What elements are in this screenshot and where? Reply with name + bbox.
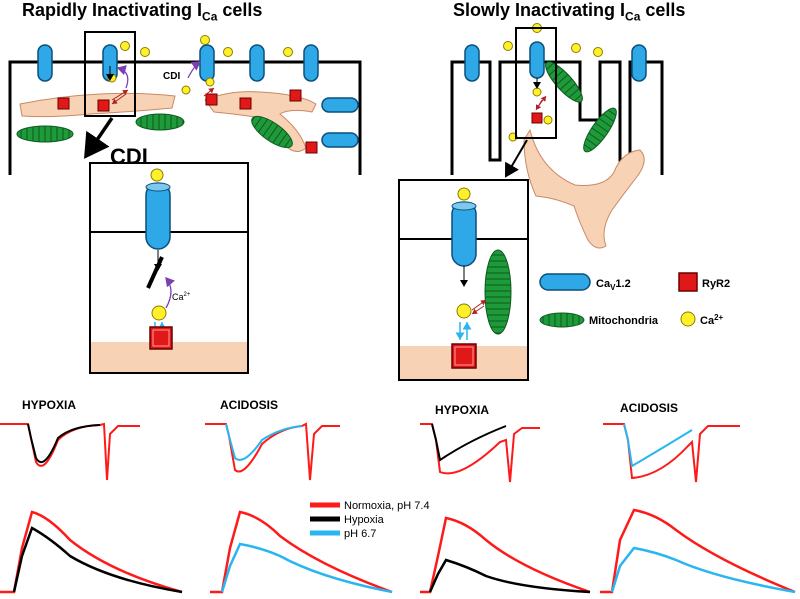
calcium-icon: [205, 77, 215, 87]
left-inset: Ca2+: [89, 162, 249, 374]
legend-ph-label: pH 6.7: [344, 528, 376, 540]
mitochondria-icon: [135, 113, 185, 131]
inactivation-gate: [146, 256, 164, 289]
zoom-arrow: [84, 117, 114, 159]
panel-label-hypoxia-right: HYPOXIA: [435, 403, 489, 417]
diagram-legend: CaV1.2 RyR2 Mitochondria Ca2+: [539, 272, 730, 328]
current-trace-acidosis-right: [603, 423, 740, 483]
cdi-arrow: [187, 61, 202, 79]
ryr-icon: [305, 141, 318, 154]
ryr-icon: [149, 326, 173, 350]
calcium-transient-hypoxia-left: [0, 510, 183, 594]
calcium-icon: [532, 87, 542, 97]
ryr-icon: [451, 343, 477, 369]
panel-label-hypoxia-left: HYPOXIA: [22, 398, 76, 412]
legend-cav-label: CaV1.2: [596, 278, 631, 292]
left-cell: CDI CDI: [8, 31, 362, 175]
calcium-icon: [151, 305, 167, 321]
svg-text:Ca2+: Ca2+: [172, 292, 191, 302]
zoom-box: [515, 27, 557, 139]
channel-icon: [37, 44, 53, 82]
calcium-icon: [503, 41, 513, 51]
calcium-icon: [680, 311, 696, 327]
right-inset: [398, 179, 529, 381]
calcium-icon: [593, 47, 603, 57]
ryr-icon: [239, 97, 252, 110]
channel-icon: [529, 41, 545, 79]
channel-icon: [303, 44, 319, 82]
calcium-transient-hypoxia-right: [420, 516, 591, 594]
ryr-icon: [531, 112, 543, 124]
title-left: Rapidly Inactivating ICa cells: [22, 0, 263, 24]
calcium-icon: [457, 187, 471, 201]
calcium-transient-acidosis-left: [210, 510, 393, 594]
zoom-arrow: [504, 139, 528, 178]
trace-legend: Normoxia, pH 7.4 Hypoxia pH 6.7: [310, 500, 430, 540]
mitochondria-icon: [539, 312, 585, 328]
mitochondria-icon: [484, 249, 512, 335]
calcium-icon: [107, 73, 117, 83]
channel-icon: [199, 44, 215, 82]
calcium-icon: [571, 43, 581, 53]
channel-icon: [631, 44, 647, 82]
right-sr: [523, 128, 645, 249]
cdi-arrow: [165, 277, 175, 309]
cdi-small-label: CDI: [163, 71, 180, 82]
calcium-icon: [120, 41, 130, 51]
calcium-transient-acidosis-right: [600, 508, 796, 594]
channel-icon: [539, 273, 591, 291]
calcium-icon: [223, 47, 233, 57]
ryr-icon: [97, 99, 110, 112]
current-trace-hypoxia-left: [0, 422, 140, 481]
calcium-icon: [140, 47, 150, 57]
calcium-icon: [456, 303, 472, 319]
channel-icon: [249, 44, 265, 82]
right-cell: [450, 23, 664, 249]
mitochondria-icon: [545, 61, 583, 103]
channel-icon: [451, 201, 477, 267]
current-trace-acidosis-left: [205, 422, 340, 481]
calcium-icon: [200, 35, 210, 45]
calcium-icon: [283, 47, 293, 57]
legend-mito-label: Mitochondria: [589, 315, 659, 327]
mitochondria-icon: [16, 125, 74, 143]
legend-ca-label: Ca2+: [700, 313, 724, 327]
right-membrane: [450, 60, 664, 175]
cdi-arrow: [116, 65, 129, 89]
channel-icon: [145, 182, 171, 250]
calcium-icon: [150, 168, 164, 182]
left-membrane: [8, 60, 362, 175]
zoom-box: [84, 31, 136, 117]
current-trace-hypoxia-right: [420, 423, 540, 483]
ryr-icon: [205, 93, 218, 106]
legend-hypoxia-label: Hypoxia: [344, 514, 385, 526]
channel-icon: [321, 97, 359, 113]
ryr-icon: [57, 97, 70, 110]
ryr-icon: [289, 89, 302, 102]
ryr-icon: [678, 272, 698, 292]
panel-label-acidosis-left: ACIDOSIS: [220, 398, 278, 412]
legend-ryr-label: RyR2: [702, 278, 730, 290]
legend-normoxia-label: Normoxia, pH 7.4: [344, 500, 430, 512]
mitochondria-icon: [251, 115, 293, 149]
panel-label-acidosis-right: ACIDOSIS: [620, 401, 678, 415]
calcium-icon: [543, 115, 553, 125]
calcium-icon: [181, 85, 191, 95]
channel-icon: [464, 44, 480, 82]
mitochondria-icon: [583, 107, 617, 153]
title-right: Slowly Inactivating ICa cells: [453, 0, 686, 24]
channel-icon: [321, 132, 359, 148]
